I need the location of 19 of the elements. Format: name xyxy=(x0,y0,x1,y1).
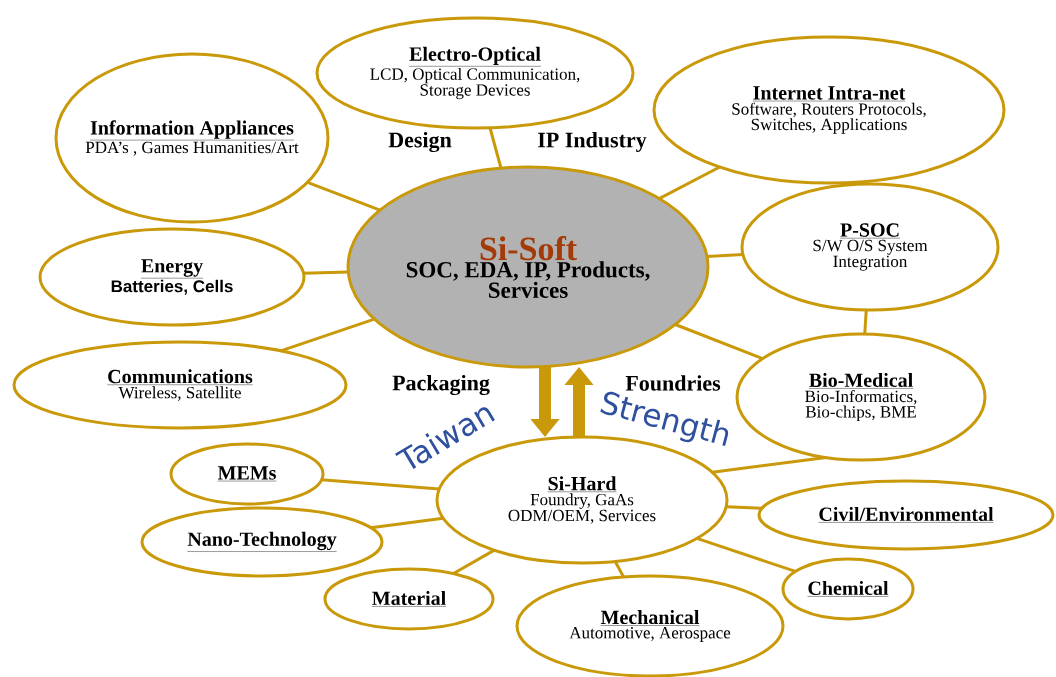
connector-line xyxy=(674,323,764,360)
connector-line xyxy=(696,537,796,573)
connector-line xyxy=(306,180,381,212)
connector-line xyxy=(370,516,444,530)
flow-label: Foundries xyxy=(625,375,721,391)
connector-line xyxy=(726,505,762,510)
connector-line xyxy=(613,560,625,578)
connector-line xyxy=(706,252,743,259)
flow-label: Design xyxy=(388,131,452,153)
connector-line xyxy=(488,127,503,169)
connector-line xyxy=(863,309,868,335)
connector-line xyxy=(452,548,496,575)
connector-line xyxy=(658,165,721,200)
connector-line xyxy=(280,317,375,353)
flow-label: Packaging xyxy=(392,374,490,396)
connector-line xyxy=(712,455,827,474)
connector-line xyxy=(321,478,440,491)
flow-label: IP Industry xyxy=(538,132,647,152)
connector-line xyxy=(303,270,349,275)
